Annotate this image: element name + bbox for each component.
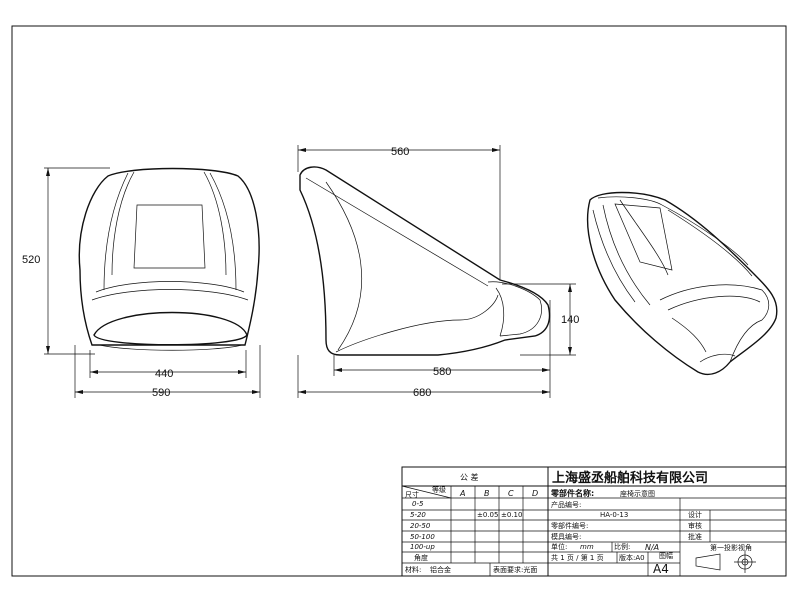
grade-b: B bbox=[484, 489, 490, 498]
version-label: 版本:A0 bbox=[619, 553, 645, 562]
dim-front-inner-width: 440 bbox=[155, 368, 173, 380]
company-name: 上海盛丞船舶科技有限公司 bbox=[552, 470, 708, 486]
projection-symbol-icon bbox=[695, 551, 756, 573]
grade-c: C bbox=[508, 489, 514, 498]
size-label: 尺寸 bbox=[405, 490, 419, 499]
surface-label: 表面要求:光面 bbox=[493, 565, 537, 574]
tolerance-header: 公 差 bbox=[460, 472, 479, 482]
title-block: 公 差 上海盛丞船舶科技有限公司 等级 尺寸 A B C D 0-5 5-20 … bbox=[401, 466, 787, 577]
size-row-2: 5-20 bbox=[410, 511, 426, 519]
size-row-5: 100-up bbox=[410, 543, 435, 551]
sheet-size: A4 bbox=[653, 562, 669, 576]
material-label: 材料: bbox=[405, 565, 421, 574]
tol-b: ±0.05 bbox=[477, 511, 498, 519]
pages-label: 共 1 页 / 第 1 页 bbox=[551, 553, 604, 562]
grade-a: A bbox=[459, 489, 465, 498]
part-no-label: 零部件编号: bbox=[551, 521, 588, 530]
dim-side-top: 560 bbox=[391, 146, 409, 158]
dim-side-base: 580 bbox=[433, 366, 451, 378]
size-row-1: 0-5 bbox=[412, 500, 424, 508]
dim-front-height: 520 bbox=[22, 254, 40, 266]
product-no-value: HA-0-13 bbox=[600, 511, 628, 519]
side-dimensions: 560 580 680 140 bbox=[297, 145, 579, 399]
dim-side-overall: 680 bbox=[413, 387, 431, 399]
dim-side-seat-height: 140 bbox=[561, 314, 579, 326]
unit-label: 单位: bbox=[551, 542, 567, 551]
front-view bbox=[78, 167, 260, 351]
part-name-label: 零部件名称: bbox=[550, 488, 594, 498]
size-row-3: 20-50 bbox=[410, 522, 431, 530]
dim-front-outer-width: 590 bbox=[152, 387, 170, 399]
part-name-value: 座椅示意图 bbox=[620, 489, 655, 498]
approve-label: 批准 bbox=[688, 532, 702, 541]
grade-d: D bbox=[532, 489, 538, 498]
material-value: 铝合金 bbox=[430, 565, 451, 574]
sheet-border bbox=[11, 25, 787, 577]
mold-no-label: 模具编号: bbox=[551, 532, 581, 541]
tol-c: ±0.10 bbox=[501, 511, 522, 519]
review-label: 审核 bbox=[688, 521, 702, 530]
side-view bbox=[299, 166, 551, 356]
product-no-label: 产品编号: bbox=[551, 500, 581, 509]
scale-value: N/A bbox=[645, 543, 659, 552]
projection-label: 第一投影视角 bbox=[710, 543, 752, 552]
front-dimensions: 520 440 590 bbox=[22, 167, 261, 399]
unit-value: mm bbox=[580, 543, 594, 551]
size-row-6: 角度 bbox=[414, 553, 428, 562]
sheet-size-label: 图幅 bbox=[659, 551, 673, 560]
grade-label: 等级 bbox=[432, 485, 446, 494]
iso-view bbox=[586, 191, 778, 376]
scale-label: 比例: bbox=[614, 542, 630, 551]
size-row-4: 50-100 bbox=[410, 533, 435, 541]
design-label: 设计 bbox=[688, 510, 702, 519]
